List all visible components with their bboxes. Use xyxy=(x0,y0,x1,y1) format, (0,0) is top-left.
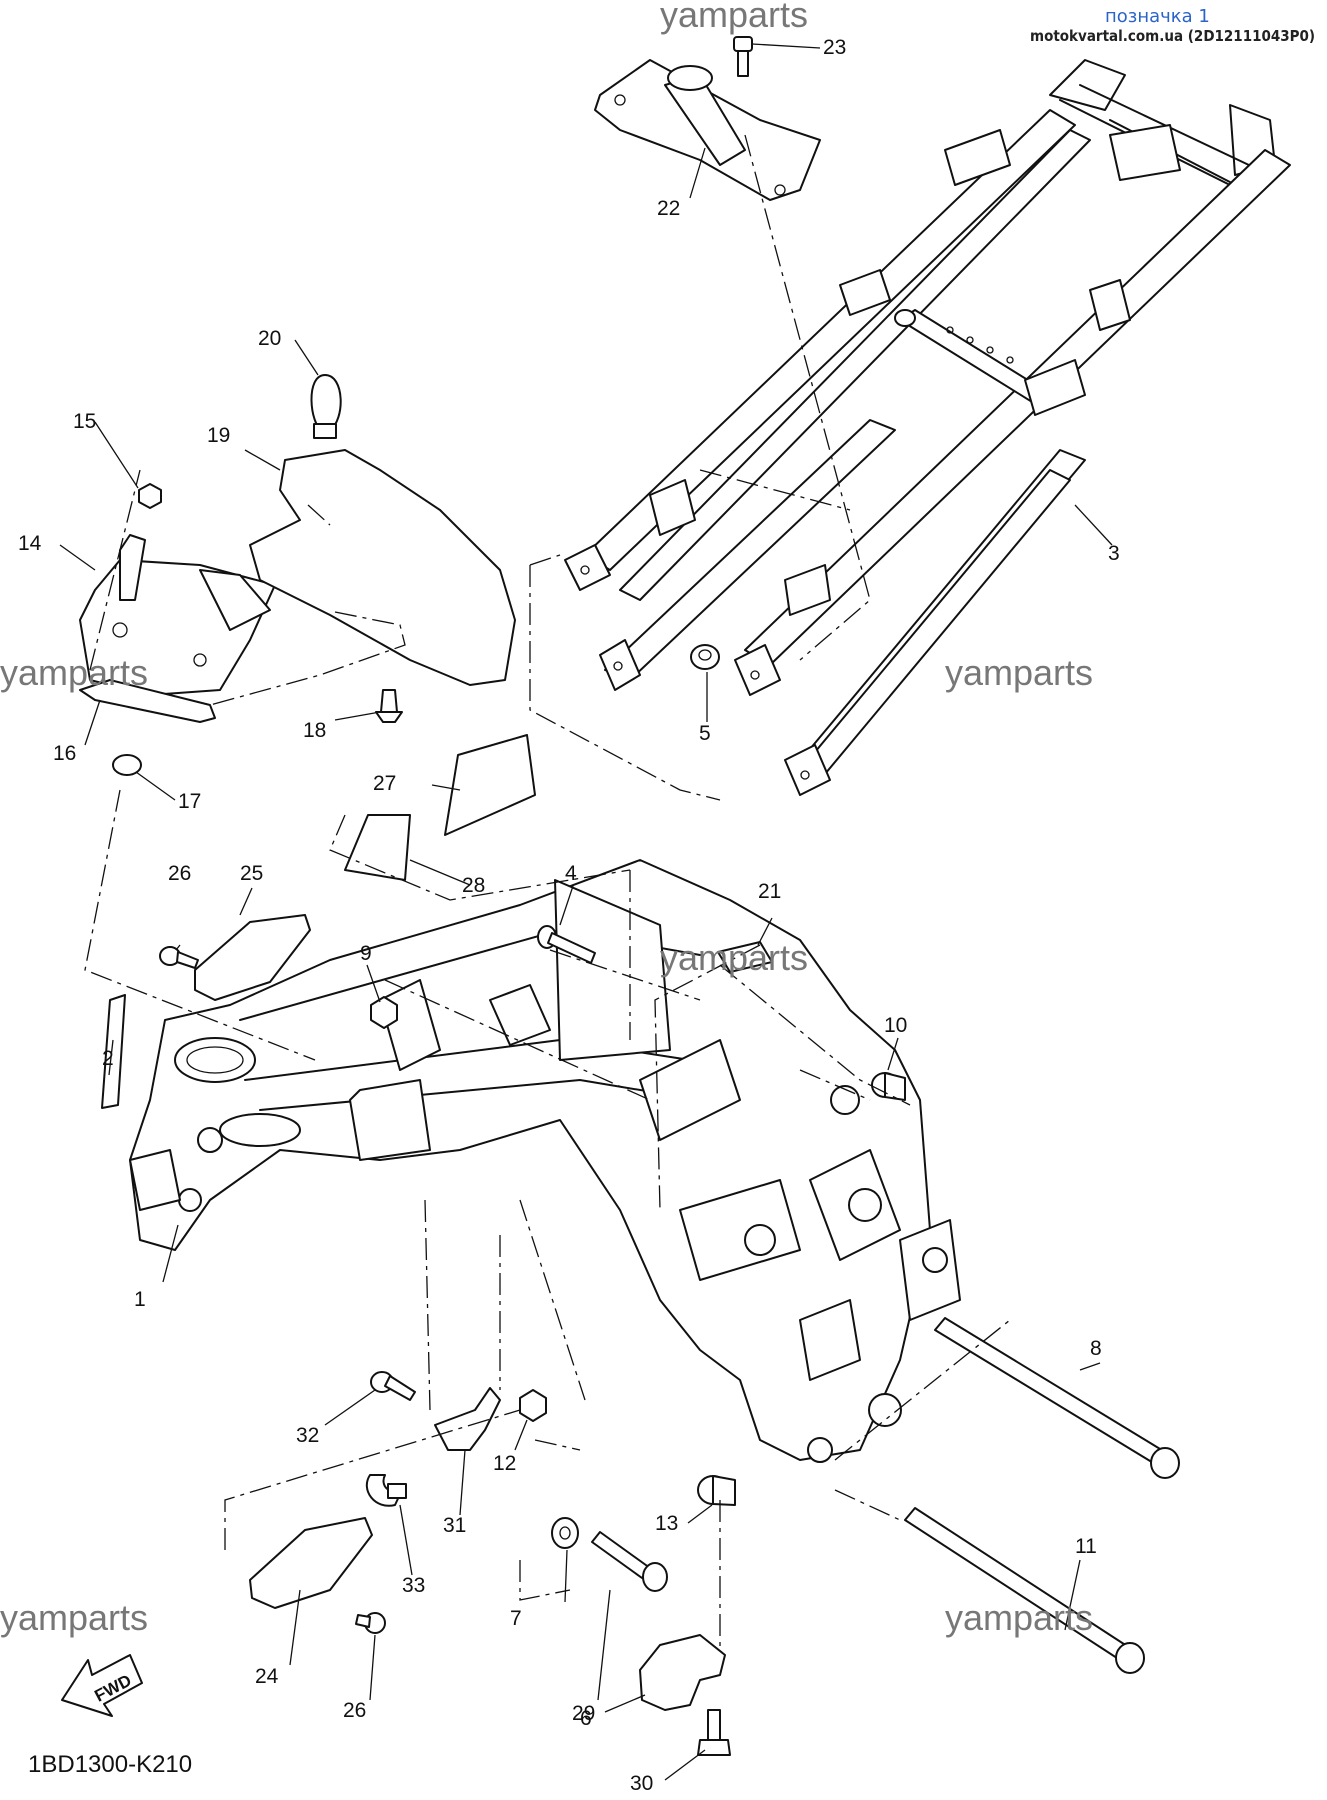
callout-17: 17 xyxy=(178,790,201,813)
instrument-stay-part-14 xyxy=(79,534,276,696)
watermark-top: yamparts xyxy=(660,0,808,35)
plate-part-25 xyxy=(194,914,311,1001)
rear-frame-part-3 xyxy=(564,59,1291,796)
band-part-20 xyxy=(310,374,342,439)
bolt-part-23 xyxy=(733,36,753,77)
bracket-part-29 xyxy=(639,1634,726,1711)
callout-16: 16 xyxy=(53,742,76,765)
watermark-left-upper: yamparts xyxy=(0,652,148,693)
callout-26-lower: 26 xyxy=(343,1699,366,1722)
callout-25: 25 xyxy=(240,862,263,885)
nut-part-15 xyxy=(138,483,162,509)
callout-27: 27 xyxy=(373,772,396,795)
callout-28: 28 xyxy=(462,874,485,897)
plate-part-2 xyxy=(101,994,126,1109)
callout-32: 32 xyxy=(296,1424,319,1447)
screw-part-26-upper xyxy=(159,946,199,969)
callout-20: 20 xyxy=(258,327,281,350)
callout-18: 18 xyxy=(303,719,326,742)
clamp-part-21 xyxy=(717,941,773,973)
callout-6: 6 xyxy=(580,1707,592,1730)
watermark-right-lower: yamparts xyxy=(945,1597,1093,1638)
callout-8: 8 xyxy=(1090,1337,1102,1360)
rubber-strip-part-16 xyxy=(79,679,216,723)
callout-33: 33 xyxy=(402,1574,425,1597)
header-source: motokvartal.com.ua (2D12111043P0) xyxy=(1030,27,1315,45)
callout-26-upper: 26 xyxy=(168,862,191,885)
bolt-part-6 xyxy=(591,1531,668,1592)
callout-29: 29 xyxy=(572,1702,595,1725)
washer-part-7 xyxy=(551,1517,579,1549)
callout-2: 2 xyxy=(102,1047,114,1070)
callout-31: 31 xyxy=(443,1514,466,1537)
collar-part-10 xyxy=(871,1072,906,1101)
callout-22: 22 xyxy=(657,197,680,220)
callout-3: 3 xyxy=(1108,542,1120,565)
callout-14: 14 xyxy=(18,532,42,555)
main-frame-part-1 xyxy=(129,859,961,1463)
watermarks: yamparts yamparts yamparts yamparts yamp… xyxy=(0,0,1093,1638)
callout-4: 4 xyxy=(565,862,577,885)
diagram-code: 1BD1300-K210 xyxy=(28,1751,192,1778)
callout-5: 5 xyxy=(699,722,711,745)
plate-part-24 xyxy=(249,1517,373,1609)
bolt-part-32 xyxy=(370,1371,416,1401)
callout-23: 23 xyxy=(823,36,846,59)
callout-15: 15 xyxy=(73,410,96,433)
callout-1: 1 xyxy=(134,1288,146,1311)
shield-part-19 xyxy=(249,449,516,686)
callout-24: 24 xyxy=(255,1665,279,1688)
callout-12: 12 xyxy=(493,1452,516,1475)
callout-13: 13 xyxy=(655,1512,678,1535)
assembly-lines xyxy=(84,134,1011,1650)
callout-11: 11 xyxy=(1075,1535,1097,1558)
watermark-left-lower: yamparts xyxy=(0,1597,148,1638)
stay-part-31 xyxy=(434,1387,501,1451)
clamp-part-33 xyxy=(365,1474,407,1507)
damper-part-17 xyxy=(112,754,142,776)
screw-part-26-lower xyxy=(355,1612,386,1634)
watermark-right-upper: yamparts xyxy=(945,652,1093,693)
nut-part-9 xyxy=(370,996,398,1029)
nut-part-5 xyxy=(690,644,720,670)
leader-lines xyxy=(59,43,1113,1781)
callout-7: 7 xyxy=(510,1607,522,1630)
callout-30: 30 xyxy=(630,1772,653,1795)
bolt-part-11 xyxy=(904,1507,1145,1674)
bolt-part-8 xyxy=(934,1317,1180,1479)
label-part-27 xyxy=(444,734,536,836)
seat-bracket-part-22 xyxy=(594,59,821,201)
bolt-part-30 xyxy=(697,1709,731,1756)
watermark-center: yamparts xyxy=(660,937,808,978)
callout-19: 19 xyxy=(207,424,230,447)
label-part-28 xyxy=(344,814,411,881)
header-label: позначка 1 xyxy=(1105,6,1210,27)
callouts: 1 2 3 4 5 6 7 8 9 10 11 12 13 14 15 16 1… xyxy=(18,36,1120,1795)
nut-part-12 xyxy=(519,1389,547,1422)
callout-9: 9 xyxy=(360,942,372,965)
fwd-arrow-icon: FWD xyxy=(61,1654,143,1717)
collar-part-13 xyxy=(697,1475,736,1506)
callout-21: 21 xyxy=(758,880,781,903)
clip-part-18 xyxy=(375,689,403,723)
callout-10: 10 xyxy=(884,1014,907,1037)
